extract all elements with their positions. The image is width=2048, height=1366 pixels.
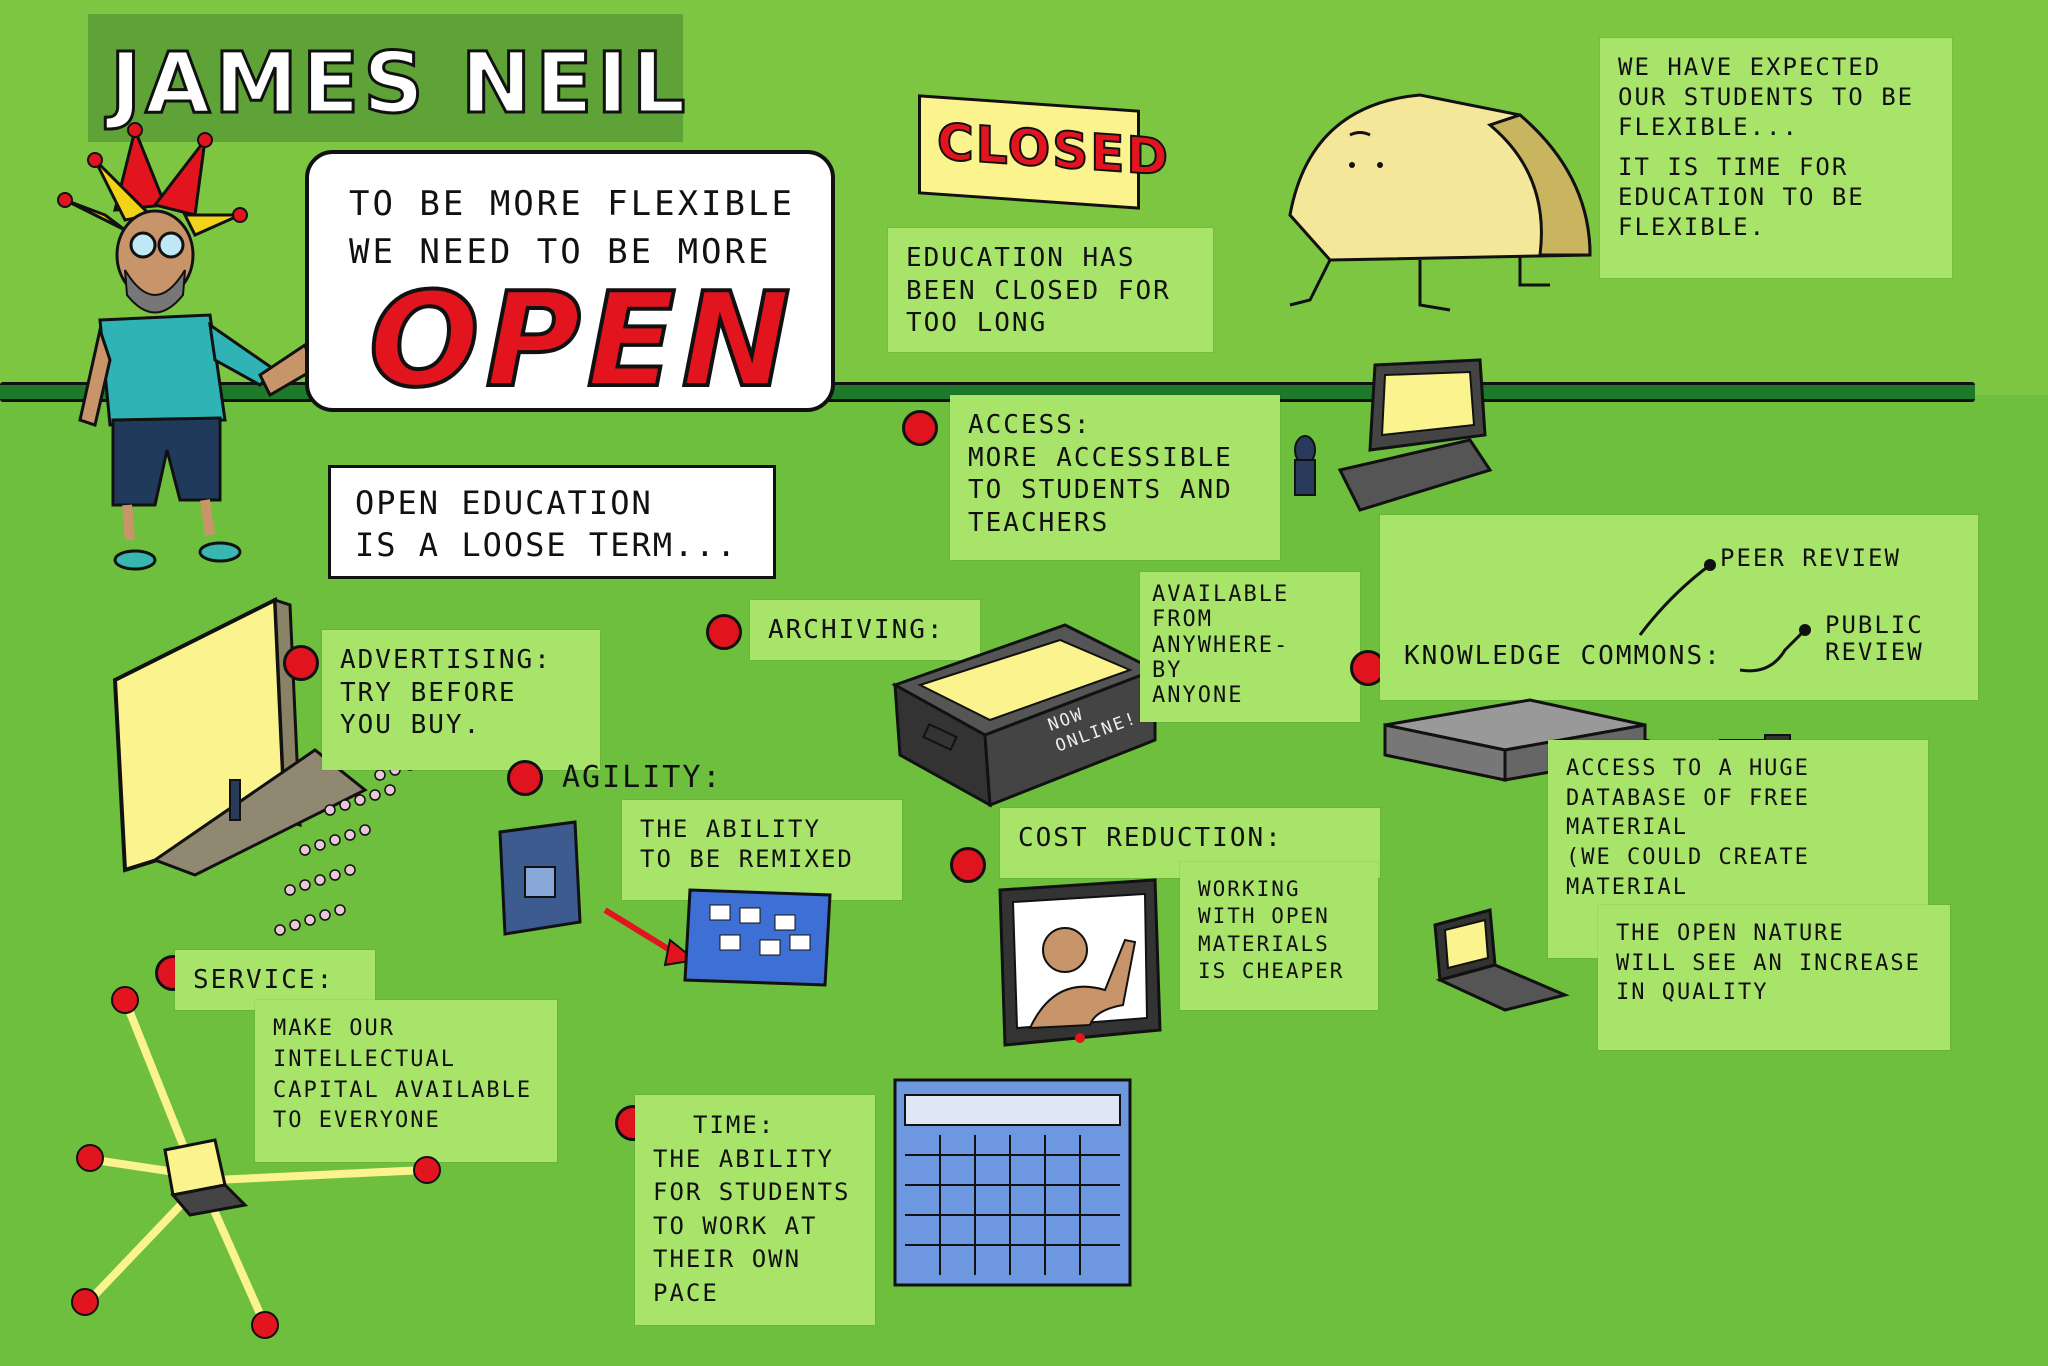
advertising-note: ADVERTISING: TRY BEFORE YOU BUY.: [322, 630, 600, 770]
cost-note-line: MATERIALS: [1198, 931, 1330, 956]
flexible-note-line: OUR STUDENTS TO BE: [1618, 83, 1915, 111]
cost-label: COST REDUCTION:: [1018, 823, 1283, 853]
available-note-line: BY: [1152, 657, 1183, 683]
service-note-line: MAKE OUR: [273, 1016, 395, 1041]
archiving-note-line: ARCHIVING:: [768, 615, 945, 645]
database-note-line: DATABASE OF FREE: [1566, 785, 1810, 811]
closed-note-line: TOO LONG: [906, 308, 1048, 338]
archiving-note: ARCHIVING:: [750, 600, 980, 660]
advertising-note-line: TRY BEFORE: [340, 677, 517, 708]
archiving-dot: [706, 614, 742, 650]
quality-note: THE OPEN NATURE WILL SEE AN INCREASE IN …: [1598, 905, 1950, 1050]
time-note-line: THE ABILITY: [653, 1144, 834, 1173]
closed-note-line: EDUCATION HAS: [906, 243, 1136, 273]
access-note: ACCESS: MORE ACCESSIBLE TO STUDENTS AND …: [950, 395, 1280, 560]
closed-sign: CLOSED: [918, 94, 1171, 210]
service-note-line: TO EVERYONE: [273, 1108, 441, 1134]
time-note-line: THEIR OWN PACE: [653, 1245, 802, 1307]
audience-icon: [274, 759, 416, 936]
video-call-icon: [998, 878, 1162, 1047]
calendar-icon: [893, 1078, 1132, 1287]
closed-note-line: BEEN CLOSED FOR: [906, 275, 1171, 306]
projector-screen-icon: [112, 596, 368, 877]
available-note-line: AVAILABLE: [1152, 582, 1290, 607]
available-note-line: ANYONE: [1152, 683, 1244, 709]
tent-creature-icon: [1288, 93, 1592, 312]
agility-note-line: TO BE REMIXED: [640, 845, 854, 873]
flexible-note-line: IT IS TIME FOR: [1618, 153, 1849, 181]
small-laptop-icon: [1433, 908, 1570, 1012]
book-icon: [498, 820, 582, 936]
service-note-line: INTELLECTUAL: [273, 1046, 456, 1072]
access-note-line: TEACHERS: [968, 507, 1110, 538]
cost-note: WORKING WITH OPEN MATERIALS IS CHEAPER: [1180, 862, 1378, 1010]
access-note-line: TO STUDENTS AND: [968, 475, 1233, 505]
flexible-note-line: FLEXIBLE...: [1618, 113, 1799, 141]
available-note-line: FROM: [1152, 607, 1213, 633]
advertising-dot: [283, 645, 319, 681]
time-note: TIME: THE ABILITY FOR STUDENTS TO WORK A…: [635, 1095, 875, 1325]
access-dot: [902, 410, 938, 446]
cost-note-line: WITH OPEN: [1198, 904, 1330, 929]
access-note-line: ACCESS:: [968, 410, 1092, 440]
agility-dot: [507, 760, 543, 796]
access-note-line: MORE ACCESSIBLE: [968, 442, 1233, 473]
advertising-note-line: YOU BUY.: [340, 710, 482, 740]
speech-bubble: TO BE MORE FLEXIBLE WE NEED TO BE MORE O…: [305, 150, 835, 418]
database-note-line: (WE COULD CREATE: [1566, 845, 1810, 871]
agility-note: THE ABILITY TO BE REMIXED: [622, 800, 902, 900]
time-note-line: FOR STUDENTS: [653, 1178, 851, 1207]
open-education-line-2: IS A LOOSE TERM...: [355, 526, 738, 564]
open-education-line-1: OPEN EDUCATION: [355, 484, 653, 522]
quality-note-line: THE OPEN NATURE: [1616, 921, 1845, 946]
title-banner: [88, 14, 683, 142]
closed-note: EDUCATION HAS BEEN CLOSED FOR TOO LONG: [888, 228, 1213, 352]
bubble-line-1: TO BE MORE FLEXIBLE: [349, 184, 795, 224]
cost-note-line: IS CHEAPER: [1198, 958, 1345, 983]
knowledge-label: KNOWLEDGE COMMONS:: [1404, 641, 1722, 671]
database-note-line: MATERIAL: [1566, 874, 1688, 900]
flexible-note-line: EDUCATION TO BE: [1618, 183, 1865, 211]
database-note-line: ACCESS TO A HUGE: [1566, 756, 1810, 781]
peer-review-label: PEER REVIEW: [1720, 544, 1901, 572]
available-note: AVAILABLE FROM ANYWHERE- BY ANYONE: [1140, 572, 1360, 722]
flexible-note: WE HAVE EXPECTED OUR STUDENTS TO BE FLEX…: [1600, 38, 1952, 278]
page-title: JAMES NEIL: [108, 33, 690, 134]
network-icon: [71, 986, 441, 1339]
flexible-note-line: FLEXIBLE.: [1618, 213, 1767, 241]
quality-note-line: IN QUALITY: [1616, 980, 1769, 1006]
agility-label: AGILITY:: [562, 760, 723, 795]
jester-person-icon: [57, 122, 315, 571]
open-education-box: OPEN EDUCATION IS A LOOSE TERM...: [328, 465, 776, 579]
bubble-line-2: WE NEED TO BE MORE: [349, 232, 772, 272]
time-label: TIME:: [693, 1111, 776, 1139]
review-branch-icon: [1638, 559, 1811, 673]
advertising-note-line: ADVERTISING:: [340, 645, 552, 675]
available-note-line: ANYWHERE-: [1152, 632, 1290, 658]
flexible-note-line: WE HAVE EXPECTED: [1618, 53, 1882, 81]
service-note-line: CAPITAL AVAILABLE: [273, 1077, 533, 1103]
archive-box-icon: [891, 623, 1159, 808]
time-note-line: TO WORK AT: [653, 1211, 818, 1240]
laptop-icon: [1294, 358, 1493, 512]
public-review-line: REVIEW: [1825, 638, 1924, 666]
service-label: SERVICE:: [193, 965, 335, 995]
database-note-line: MATERIAL: [1566, 815, 1688, 841]
agility-note-line: THE ABILITY: [640, 815, 821, 843]
public-review-line: PUBLIC: [1825, 611, 1924, 639]
service-note: MAKE OUR INTELLECTUAL CAPITAL AVAILABLE …: [255, 1000, 557, 1162]
cost-note-line: WORKING: [1198, 877, 1301, 901]
closed-sign-text: CLOSED: [936, 112, 1171, 188]
board-icon: [603, 888, 832, 987]
cost-dot: [950, 847, 986, 883]
open-word: OPEN: [367, 262, 797, 418]
quality-note-line: WILL SEE AN INCREASE: [1616, 950, 1921, 976]
knowledge-note: KNOWLEDGE COMMONS: PEER REVIEW PUBLIC RE…: [1380, 515, 1978, 700]
